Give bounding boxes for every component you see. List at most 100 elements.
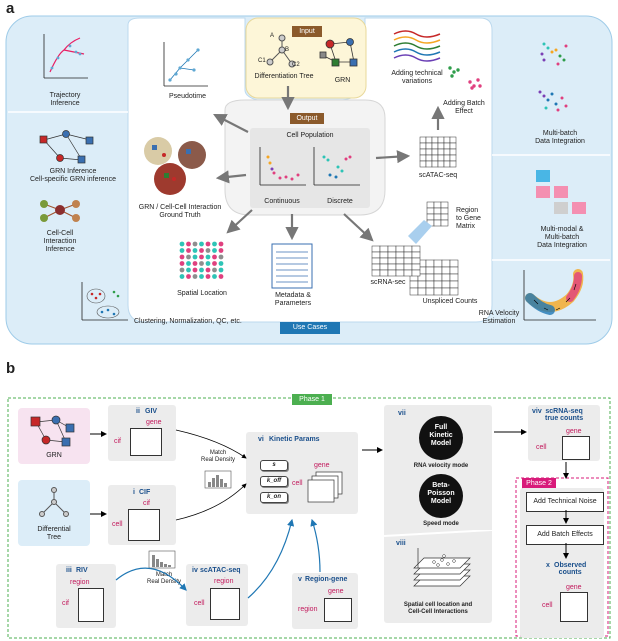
- spatial-dot: [199, 267, 204, 273]
- spatial-dot: [218, 274, 224, 279]
- cell-population-box: [250, 128, 370, 208]
- phase1-badge: Phase 1: [292, 394, 332, 405]
- region-gene-gene-label: gene: [328, 588, 344, 595]
- cif-title: CIF: [139, 489, 151, 496]
- match-density-label-2: Match Real Density: [146, 572, 181, 585]
- kinetic-title: Kinetic Params: [269, 436, 320, 443]
- region-gene-region-label: region: [298, 606, 318, 613]
- kinetic-param-kon: k_on: [260, 492, 288, 503]
- scrna-true-matrix: [562, 436, 590, 460]
- discrete-label: Discrete: [327, 198, 353, 205]
- multibatch-plots: [538, 42, 568, 112]
- multimodal-label: Multi-modal & Multi-batch Data Integrati…: [537, 226, 587, 250]
- giv-number: ii: [136, 408, 140, 415]
- spatial-location-grid: [179, 241, 224, 279]
- spatial-dot: [205, 241, 211, 247]
- kinetic-stacked-matrices: [307, 471, 343, 503]
- spatial-location-label: Spatial Location: [177, 290, 227, 297]
- kinetic-cell-label: cell: [292, 480, 303, 487]
- observed-number: x: [546, 562, 550, 569]
- kinetic-gene-label: gene: [314, 462, 330, 469]
- riv-title: RIV: [76, 567, 88, 574]
- riv-cif-label: cif: [62, 600, 69, 607]
- spatial-dot: [205, 248, 211, 253]
- scatac-number: iv: [192, 567, 198, 574]
- spatial-dot: [186, 261, 191, 266]
- scrna-true-number: viv: [532, 408, 542, 415]
- spatial-dot: [212, 248, 217, 253]
- spatial-dot: [212, 274, 217, 279]
- cif-matrix: [128, 509, 160, 541]
- spatial-dot: [179, 274, 185, 279]
- ground-truth-icon: [144, 137, 206, 195]
- region-gene-title: Region-gene: [305, 576, 348, 583]
- beta-model-circle: [419, 474, 463, 518]
- multibatch-label: Multi-batch Data Integration: [535, 130, 585, 146]
- match-density-label-1: Match Real Density: [200, 450, 235, 463]
- multimodal-squares: [536, 170, 586, 214]
- grn-label: GRN: [334, 77, 351, 84]
- clustering-plot: [81, 282, 128, 321]
- spatial-dot: [186, 254, 191, 260]
- region-gene-number: v: [298, 576, 302, 583]
- vii-number: vii: [398, 410, 406, 417]
- riv-matrix: [78, 588, 104, 622]
- spatial-dot: [192, 261, 198, 266]
- input-illustrations: [266, 34, 358, 68]
- grn-network-icon: [30, 415, 75, 447]
- grn-source-label: GRN: [46, 452, 62, 459]
- trajectory-plot: [43, 34, 88, 79]
- kinetic-number: vi: [258, 436, 264, 443]
- matrix-cell: [449, 287, 459, 296]
- giv-cif-label: cif: [114, 438, 121, 445]
- scrna-true-cell-label: cell: [536, 444, 547, 451]
- spatial-dot: [218, 254, 224, 260]
- technical-variation-waves: [393, 30, 441, 62]
- giv-title: GIV: [145, 408, 158, 415]
- models-divider: [384, 530, 492, 537]
- batch-effect-plot: [448, 66, 482, 90]
- full-model-circle: [419, 416, 463, 460]
- kinetic-param-koff: k_off: [260, 476, 288, 487]
- adding-technical-label: Adding technical variations: [391, 70, 443, 86]
- region-gene-grid: [426, 201, 449, 227]
- density-histogram-2: [148, 550, 176, 569]
- beta-model-label: Beta- Poisson Model: [427, 482, 455, 506]
- cell-cell-inference-label: Cell-Cell Interaction Inference: [43, 230, 77, 254]
- spatial-dot: [199, 261, 204, 266]
- spatial-dot: [218, 241, 224, 247]
- diff-tree-label: Differential Tree: [37, 526, 71, 542]
- spatial-dot: [179, 267, 185, 273]
- scatac-label: scATAC-seq: [418, 172, 458, 179]
- scatac-cell-label: cell: [194, 600, 205, 607]
- observed-gene-label: gene: [566, 584, 582, 591]
- spatial-dot: [179, 254, 185, 260]
- scatac-region-label: region: [214, 578, 234, 585]
- pseudotime-plot: [163, 42, 208, 87]
- matrix-cell: [411, 269, 421, 277]
- cell-population-title: Cell Population: [286, 132, 334, 139]
- region-gene-label: Region to Gene Matrix: [456, 207, 481, 231]
- spatial-dot: [205, 267, 211, 273]
- unspliced-label: Unspliced Counts: [422, 298, 478, 305]
- spatial-caption: Spatial cell location and Cell-Cell Inte…: [403, 602, 473, 615]
- spatial-dot: [212, 261, 217, 266]
- add-batch-box: Add Batch Effects: [526, 525, 604, 545]
- giv-matrix: [130, 428, 162, 456]
- spatial-dot: [179, 261, 185, 266]
- spatial-dot: [212, 267, 217, 273]
- spatial-dot: [186, 267, 191, 273]
- scatac-title: scATAC-seq: [200, 567, 241, 574]
- scatac-matrix: [210, 588, 240, 620]
- tree-node-c1: C1: [258, 58, 266, 64]
- adding-batch-label: Adding Batch Effect: [443, 100, 485, 116]
- metadata-label: Metadata & Parameters: [274, 292, 312, 308]
- panel-b-arrows: [90, 429, 569, 599]
- scrna-true-title: scRNA-seq true counts: [545, 408, 584, 422]
- tree-node-b: B: [285, 47, 290, 53]
- spatial-dot: [205, 274, 211, 279]
- viii-number: viii: [396, 540, 406, 547]
- cell-cell-inference-icon: [40, 200, 80, 222]
- grn-inference-icon: [39, 130, 94, 164]
- clustering-label: Clustering, Normalization, QC, etc.: [134, 318, 242, 325]
